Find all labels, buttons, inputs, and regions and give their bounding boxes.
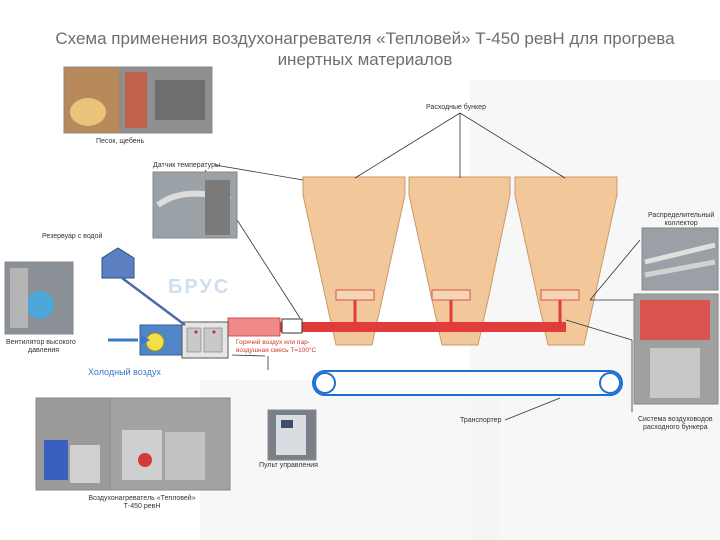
bunker-2 <box>408 176 511 346</box>
photo-heaters <box>35 397 231 491</box>
label-collector-line-1: Распределительный <box>648 212 715 219</box>
conveyor-roller-left <box>314 372 336 394</box>
label-cold-air: Холодный воздух <box>88 367 161 377</box>
label-ducts-line-1: Система воздуховодов <box>638 416 713 423</box>
label-hot-air: Горячий воздух или пар- воздушная смесь … <box>236 339 316 355</box>
watermark-logo: БРУС <box>168 276 231 298</box>
bunker-1 <box>302 176 406 346</box>
label-heater: Воздухонагреватель «Тепловей» Т-450 ревН <box>82 495 202 511</box>
diagram-title: Схема применения воздухонагревателя «Теп… <box>20 28 710 70</box>
label-fan-line-1: Вентилятор высокого <box>6 339 76 346</box>
photo-collector <box>641 227 719 291</box>
title-line-1: Схема применения воздухонагревателя «Теп… <box>55 29 675 48</box>
label-temp-sensor: Датчик температуры <box>153 162 221 169</box>
conveyor <box>312 370 623 396</box>
bunker-pointer-lines <box>354 112 566 179</box>
water-tank <box>101 247 186 327</box>
bunker-3-duct-grid <box>540 289 580 301</box>
photo-ducts <box>633 293 719 405</box>
valve <box>281 318 303 334</box>
label-conveyor: Транспортер <box>460 417 502 424</box>
bunker-2-duct-grid <box>431 289 471 301</box>
hot-air-pipe <box>228 322 566 332</box>
label-fan: Вентилятор высокого давления <box>6 339 76 355</box>
label-hot-air-line-1: Горячий воздух или пар- <box>236 339 310 346</box>
bunker-3 <box>514 176 618 346</box>
pointer-lines <box>204 164 641 421</box>
bunker-1-duct-grid <box>335 289 375 301</box>
pipe-risers <box>353 300 562 322</box>
label-sand: Песок, щебень <box>96 138 145 145</box>
conveyor-roller-right <box>599 372 621 394</box>
label-fan-line-2: давления <box>28 347 60 354</box>
background-plant-photo-lower <box>200 380 500 540</box>
title-line-2: инертных материалов <box>277 50 453 69</box>
photo-temp-sensor <box>152 171 238 239</box>
label-control-panel: Пульт управления <box>259 462 318 469</box>
pipe-connector <box>227 317 281 337</box>
label-bunkers: Расходные бункер <box>426 104 486 111</box>
label-heater-line-2: Т-450 ревН <box>123 503 161 510</box>
fan-impeller <box>145 332 165 352</box>
label-heater-line-1: Воздухонагреватель «Тепловей» <box>88 495 196 502</box>
label-collector: Распределительный коллектор <box>648 212 714 228</box>
photo-fan <box>4 261 74 335</box>
label-hot-air-line-2: воздушная смесь Т=100°С <box>236 347 317 354</box>
label-ducts: Система воздуховодов расходного бункера <box>638 416 713 432</box>
label-ducts-line-2: расходного бункера <box>643 424 708 431</box>
photo-control-panel <box>267 409 317 461</box>
label-collector-line-2: коллектор <box>664 220 698 227</box>
photo-sand <box>63 66 213 134</box>
label-water-tank: Резервуар с водой <box>42 233 103 240</box>
